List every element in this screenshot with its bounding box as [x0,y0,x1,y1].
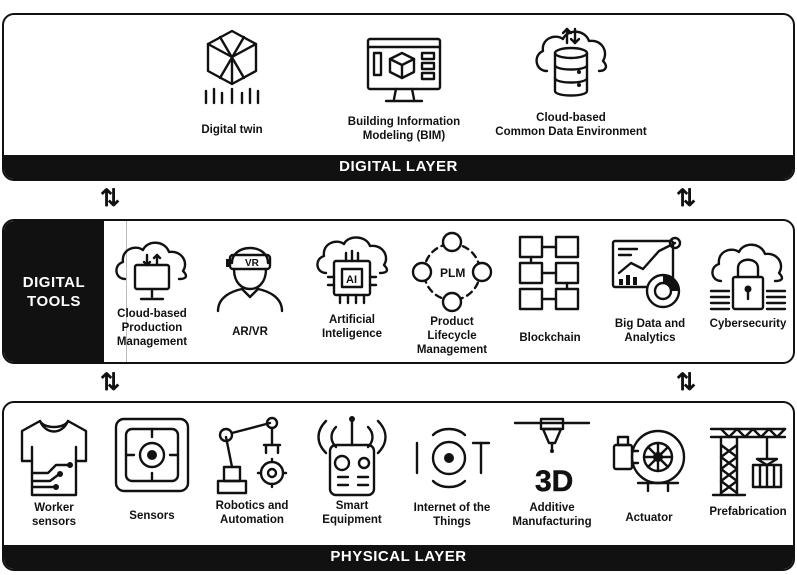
cloud-data-environment-label: Cloud-based Common Data Environment [495,112,647,138]
iot-label: Internet of the Things [413,502,491,528]
plm-label: Product Lifecycle Management [416,316,488,356]
bidirectional-arrow-icon: ⇅ [100,369,121,396]
sensors-item: Sensors [106,415,198,523]
3d-badge: 3D [535,465,573,498]
robotics-item: Robotics and Automation [204,415,300,527]
sensors-label: Sensors [129,510,175,522]
plm-cycle-icon: PLM [411,231,493,313]
bim-item: Building Information Modeling (BIM) [334,35,474,143]
worker-shirt-icon [20,419,88,497]
ai-badge: AI [346,274,357,286]
plm-badge: PLM [440,266,465,280]
3d-printer-icon: 3D [513,417,591,498]
bidirectional-arrow-icon: ⇅ [676,369,697,396]
prefabrication-label: Prefabrication [709,506,787,518]
physical-layer-panel: Worker sensors Sensors [2,401,795,571]
worker-sensors-item: Worker sensors [8,417,100,529]
actuator-label: Actuator [625,512,673,524]
ar-vr-label: AR/VR [232,326,268,338]
cloud-computer-icon [115,241,188,301]
prefabrication-item: Prefabrication [702,417,793,519]
remote-control-icon [317,416,387,497]
bim-label: Building Information Modeling (BIM) [347,116,461,142]
vr-headset-icon: VR [216,246,284,313]
analytics-icon [611,236,682,309]
big-data-label: Big Data and Analytics [614,318,686,344]
digital-tools-title-line1: DIGITAL [22,273,86,291]
cybersecurity-label: Cybersecurity [709,318,787,330]
sensor-icon [114,417,190,493]
digital-twin-icon [204,29,260,105]
ai-chip-icon: AI [316,236,389,305]
digital-layer-panel: Digital twin Building Information Modeli… [2,13,795,181]
bidirectional-arrow-icon: ⇅ [100,185,121,212]
digital-tools-panel: DIGITAL TOOLS Cloud-based Production Man… [2,219,795,364]
cloud-production-item: Cloud-based Production Management [106,235,198,349]
cloud-lock-icon [709,243,787,311]
divider [126,221,127,362]
digital-twin-item: Digital twin [182,27,282,137]
bim-icon [366,37,442,103]
smart-equipment-item: Smart Equipment [306,415,398,527]
ar-vr-item: VR AR/VR [208,233,292,339]
blockchain-label: Blockchain [519,332,581,344]
cloud-database-icon [535,27,608,97]
bidirectional-arrow-icon: ⇅ [676,185,697,212]
robot-arm-icon [216,416,288,495]
crane-icon [709,427,787,497]
additive-item: 3D Additive Manufacturing [504,415,600,529]
iot-item: Internet of the Things [404,423,500,529]
cloud-production-label: Cloud-based Production Management [116,308,188,348]
digital-layer-title: DIGITAL LAYER [4,155,793,179]
cybersecurity-item: Cybersecurity [700,235,793,331]
digital-twin-label: Digital twin [201,124,263,136]
smart-equipment-label: Smart Equipment [322,500,382,526]
vr-badge: VR [245,258,260,269]
blockchain-icon [518,235,580,311]
ai-item: AI Artificial Inteligence [304,233,400,341]
iot-icon [415,427,491,489]
blockchain-item: Blockchain [504,233,596,345]
physical-layer-title: PHYSICAL LAYER [4,545,793,569]
ai-label: Artificial Inteligence [321,314,383,340]
robotics-label: Robotics and Automation [215,500,289,526]
actuator-item: Actuator [602,419,696,525]
worker-sensors-label: Worker sensors [31,502,77,528]
big-data-item: Big Data and Analytics [602,233,698,345]
additive-label: Additive Manufacturing [512,502,592,528]
plm-item: PLM Product Lifecycle Management [404,231,500,357]
digital-tools-title: DIGITAL TOOLS [4,221,104,362]
cloud-data-environment-item: Cloud-based Common Data Environment [476,25,666,139]
actuator-icon [612,429,686,493]
digital-tools-title-line2: TOOLS [27,292,81,310]
